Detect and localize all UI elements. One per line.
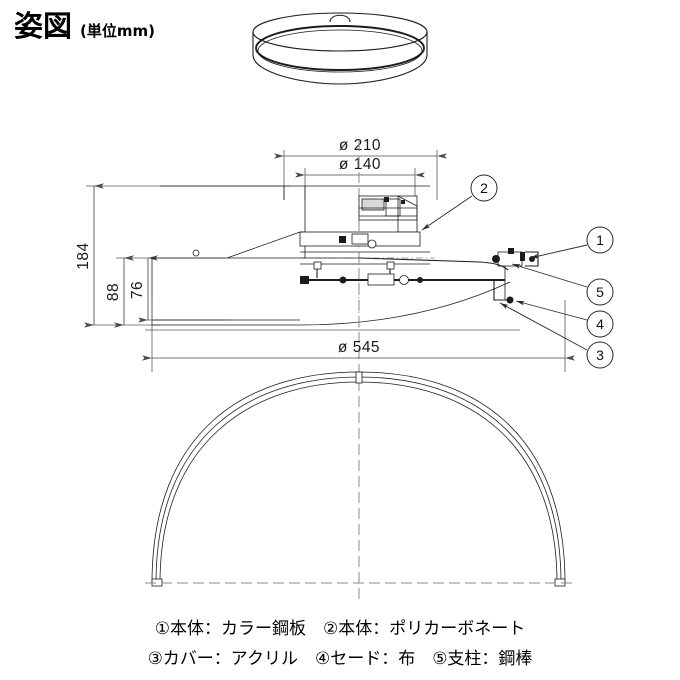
upper-shoulder-slope <box>226 231 305 259</box>
body-bottom-taper <box>299 281 511 326</box>
callout-balloon-1[interactable] <box>586 226 614 254</box>
leader-line-2 <box>421 195 473 231</box>
canopy-body-side <box>252 32 428 85</box>
mechanism-fastener-a <box>384 197 389 202</box>
callout-balloon-4[interactable] <box>586 310 614 338</box>
right-joint-cluster <box>492 248 539 267</box>
top-diameter-dimensions: ø 210 ø 140 <box>274 137 447 200</box>
mechanism-block-a <box>361 198 385 211</box>
rail-node-a <box>339 276 347 284</box>
internal-mechanism-assembly <box>299 195 505 286</box>
joint-pin <box>492 255 500 263</box>
callout-balloon-2[interactable] <box>470 174 498 202</box>
mount-bar-pivot <box>367 239 377 249</box>
dim-label-overall-diameter: ø 545 <box>338 339 380 356</box>
mount-bar-bolt-a <box>339 236 346 243</box>
callout-label-3: 3 <box>596 347 604 363</box>
dome-apex-marker <box>355 371 363 384</box>
joint-bolt-b <box>520 252 525 261</box>
mount-bar-clip <box>351 233 369 245</box>
canopy-rim-ellipse-inner <box>257 29 423 73</box>
canopy-rim-ellipse-outer <box>255 25 425 71</box>
page-title-unit: (単位mm) <box>80 22 155 40</box>
rail-node-c <box>417 277 423 283</box>
callout-group: 2 1 5 4 3 <box>421 174 614 369</box>
ceiling-canopy-perspective-view <box>252 12 428 85</box>
mechanism-fastener-b <box>401 200 405 204</box>
callout-label-2: 2 <box>480 180 488 196</box>
dim-label-outer-diameter: ø 210 <box>339 137 381 154</box>
joint-bracket <box>497 251 523 267</box>
canopy-top-ellipse <box>252 12 428 52</box>
dim-label-inner-diameter: ø 140 <box>339 156 381 173</box>
joint-bolt-a <box>508 248 514 254</box>
callout-label-4: 4 <box>596 316 604 332</box>
overall-diameter-dimension: ø 545 <box>142 300 575 372</box>
callout-label-5: 5 <box>596 284 604 300</box>
shoulder-vent-hole <box>192 249 200 257</box>
rail-end-block <box>300 276 309 284</box>
shade-dome-view <box>145 371 572 587</box>
leader-line-4 <box>515 300 588 321</box>
legend-line-2: ③カバー：アクリル ④セード：布 ⑤支柱：鋼棒 <box>148 649 533 669</box>
rail-sleeve <box>367 273 395 286</box>
rail-node-b <box>399 275 409 285</box>
cover-corner <box>493 280 510 301</box>
stud-right-nut <box>386 261 395 270</box>
callout-balloon-3[interactable] <box>586 341 614 369</box>
dim-label-body-height: 88 <box>105 283 122 301</box>
leader-line-5 <box>511 263 588 288</box>
callout-label-1: 1 <box>596 232 604 248</box>
joint-cap <box>525 251 539 267</box>
callout-balloon-5[interactable] <box>586 278 614 306</box>
legend-line-1: ①本体：カラー鋼板 ②本体：ポリカーボネート <box>155 619 525 639</box>
leader-line-1 <box>529 244 588 259</box>
leader-line-3 <box>499 302 588 351</box>
canopy-knob <box>329 14 351 23</box>
stud-left-nut <box>313 261 322 270</box>
page-title: 姿図 <box>14 9 72 43</box>
cover-corner-node <box>506 296 514 304</box>
body-top-taper <box>358 257 509 271</box>
dim-label-shade-height: 76 <box>129 281 146 299</box>
dim-label-overall-height: 184 <box>75 242 92 269</box>
fixture-section-view <box>145 140 539 600</box>
